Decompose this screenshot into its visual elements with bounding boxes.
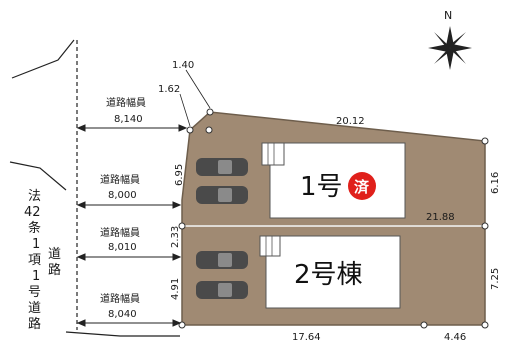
designation-char: 道	[48, 247, 61, 262]
road-width-2-value: 8,000	[108, 190, 137, 201]
road-width-1-label: 道路幅員	[106, 96, 146, 109]
designation-char: 1	[32, 237, 40, 252]
dim-lot2-left: 4.91	[170, 278, 181, 300]
road-edge-bottom	[65, 331, 180, 337]
compass-north-label: N	[444, 9, 452, 22]
road-designation-left: 法 42 条 1 項 1 号 道 路	[24, 189, 41, 332]
dim-bottom-right: 4.46	[444, 332, 466, 343]
dim-lot1-left: 6.95	[174, 164, 185, 186]
compass-rose-icon: N	[428, 9, 472, 70]
road-width-1-value: 8,140	[114, 114, 143, 125]
dim-leader	[185, 69, 211, 109]
road-edge-upper	[11, 39, 75, 79]
designation-char: 道	[28, 301, 41, 316]
dim-top-corner-a: 1.40	[172, 60, 194, 71]
road-width-4-label: 道路幅員	[100, 292, 140, 305]
sold-badge-text: 済	[354, 178, 370, 196]
dim-middle-left: 2.33	[170, 226, 181, 248]
dim-bottom-left: 17.64	[292, 332, 321, 343]
house-2-entrance	[259, 235, 281, 257]
house-2-label: 2号棟	[294, 260, 363, 290]
dim-top-edge: 20.12	[336, 116, 365, 127]
road-designation-right: 道 路	[48, 247, 61, 278]
road-edge-lower	[9, 161, 67, 191]
road-width-4-value: 8,040	[108, 309, 137, 320]
designation-char: 項	[28, 253, 41, 268]
car-icon	[196, 158, 248, 176]
designation-char: 法	[28, 189, 41, 204]
road-width-3-value: 8,010	[108, 242, 137, 253]
dim-lot1-right: 6.16	[490, 172, 501, 194]
designation-char: 号	[28, 285, 41, 300]
road-width-arrows	[76, 124, 188, 327]
sold-badge	[348, 172, 376, 200]
designation-char: 路	[28, 316, 41, 332]
designation-char: 路	[48, 262, 61, 278]
house-1-footprint	[269, 142, 406, 219]
house-1: 1号 済	[261, 142, 406, 219]
road-area	[9, 39, 180, 337]
house-1-label: 1号	[300, 172, 343, 202]
designation-char: 42	[24, 205, 41, 220]
parking	[196, 158, 248, 299]
car-icon	[196, 281, 248, 299]
designation-char: 1	[32, 269, 40, 284]
car-icon	[196, 251, 248, 269]
road-width-2-label: 道路幅員	[100, 173, 140, 186]
house-2-footprint	[265, 235, 401, 309]
designation-char: 条	[28, 220, 41, 236]
house-1-entrance	[261, 142, 285, 166]
house-2: 2号棟	[259, 235, 401, 309]
car-icon	[196, 186, 248, 204]
dim-lot2-right: 7.25	[490, 268, 501, 290]
dim-leader	[179, 93, 191, 127]
boundary-markers	[178, 108, 489, 329]
dim-top-corner-b: 1.62	[158, 84, 180, 95]
road-width-3-label: 道路幅員	[100, 226, 140, 239]
dim-middle-line: 21.88	[426, 212, 455, 223]
